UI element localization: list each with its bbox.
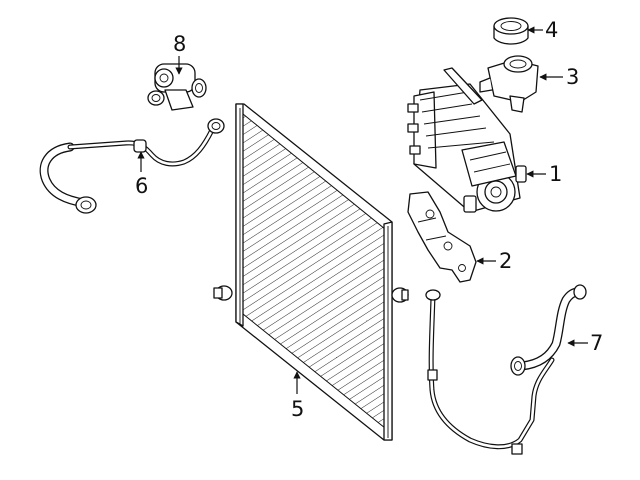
radiator: [213, 103, 409, 441]
reservoir-cap: [493, 17, 529, 45]
reservoir: [479, 55, 539, 113]
callout-7-label: 7: [590, 331, 603, 355]
callout-2: 2: [476, 249, 512, 273]
callout-4: 4: [527, 18, 558, 42]
callout-8: 8: [173, 32, 186, 75]
callout-8-label: 8: [173, 32, 186, 56]
callout-1-label: 1: [549, 162, 562, 186]
main-unit: [407, 67, 527, 213]
coolant-pipes: [425, 284, 587, 455]
coolant-hose-with-pipe: [39, 118, 225, 214]
callout-1: 1: [526, 162, 562, 186]
callout-7: 7: [567, 331, 603, 355]
callout-5-label: 5: [291, 397, 304, 421]
bracket: [407, 191, 477, 283]
callout-6-label: 6: [135, 174, 148, 198]
callout-3: 3: [539, 65, 579, 89]
callout-6: 6: [135, 151, 148, 198]
callout-4-label: 4: [545, 18, 558, 42]
callout-3-label: 3: [566, 65, 579, 89]
callout-5: 5: [291, 371, 304, 421]
callout-2-label: 2: [499, 249, 512, 273]
water-pump: [147, 63, 207, 111]
